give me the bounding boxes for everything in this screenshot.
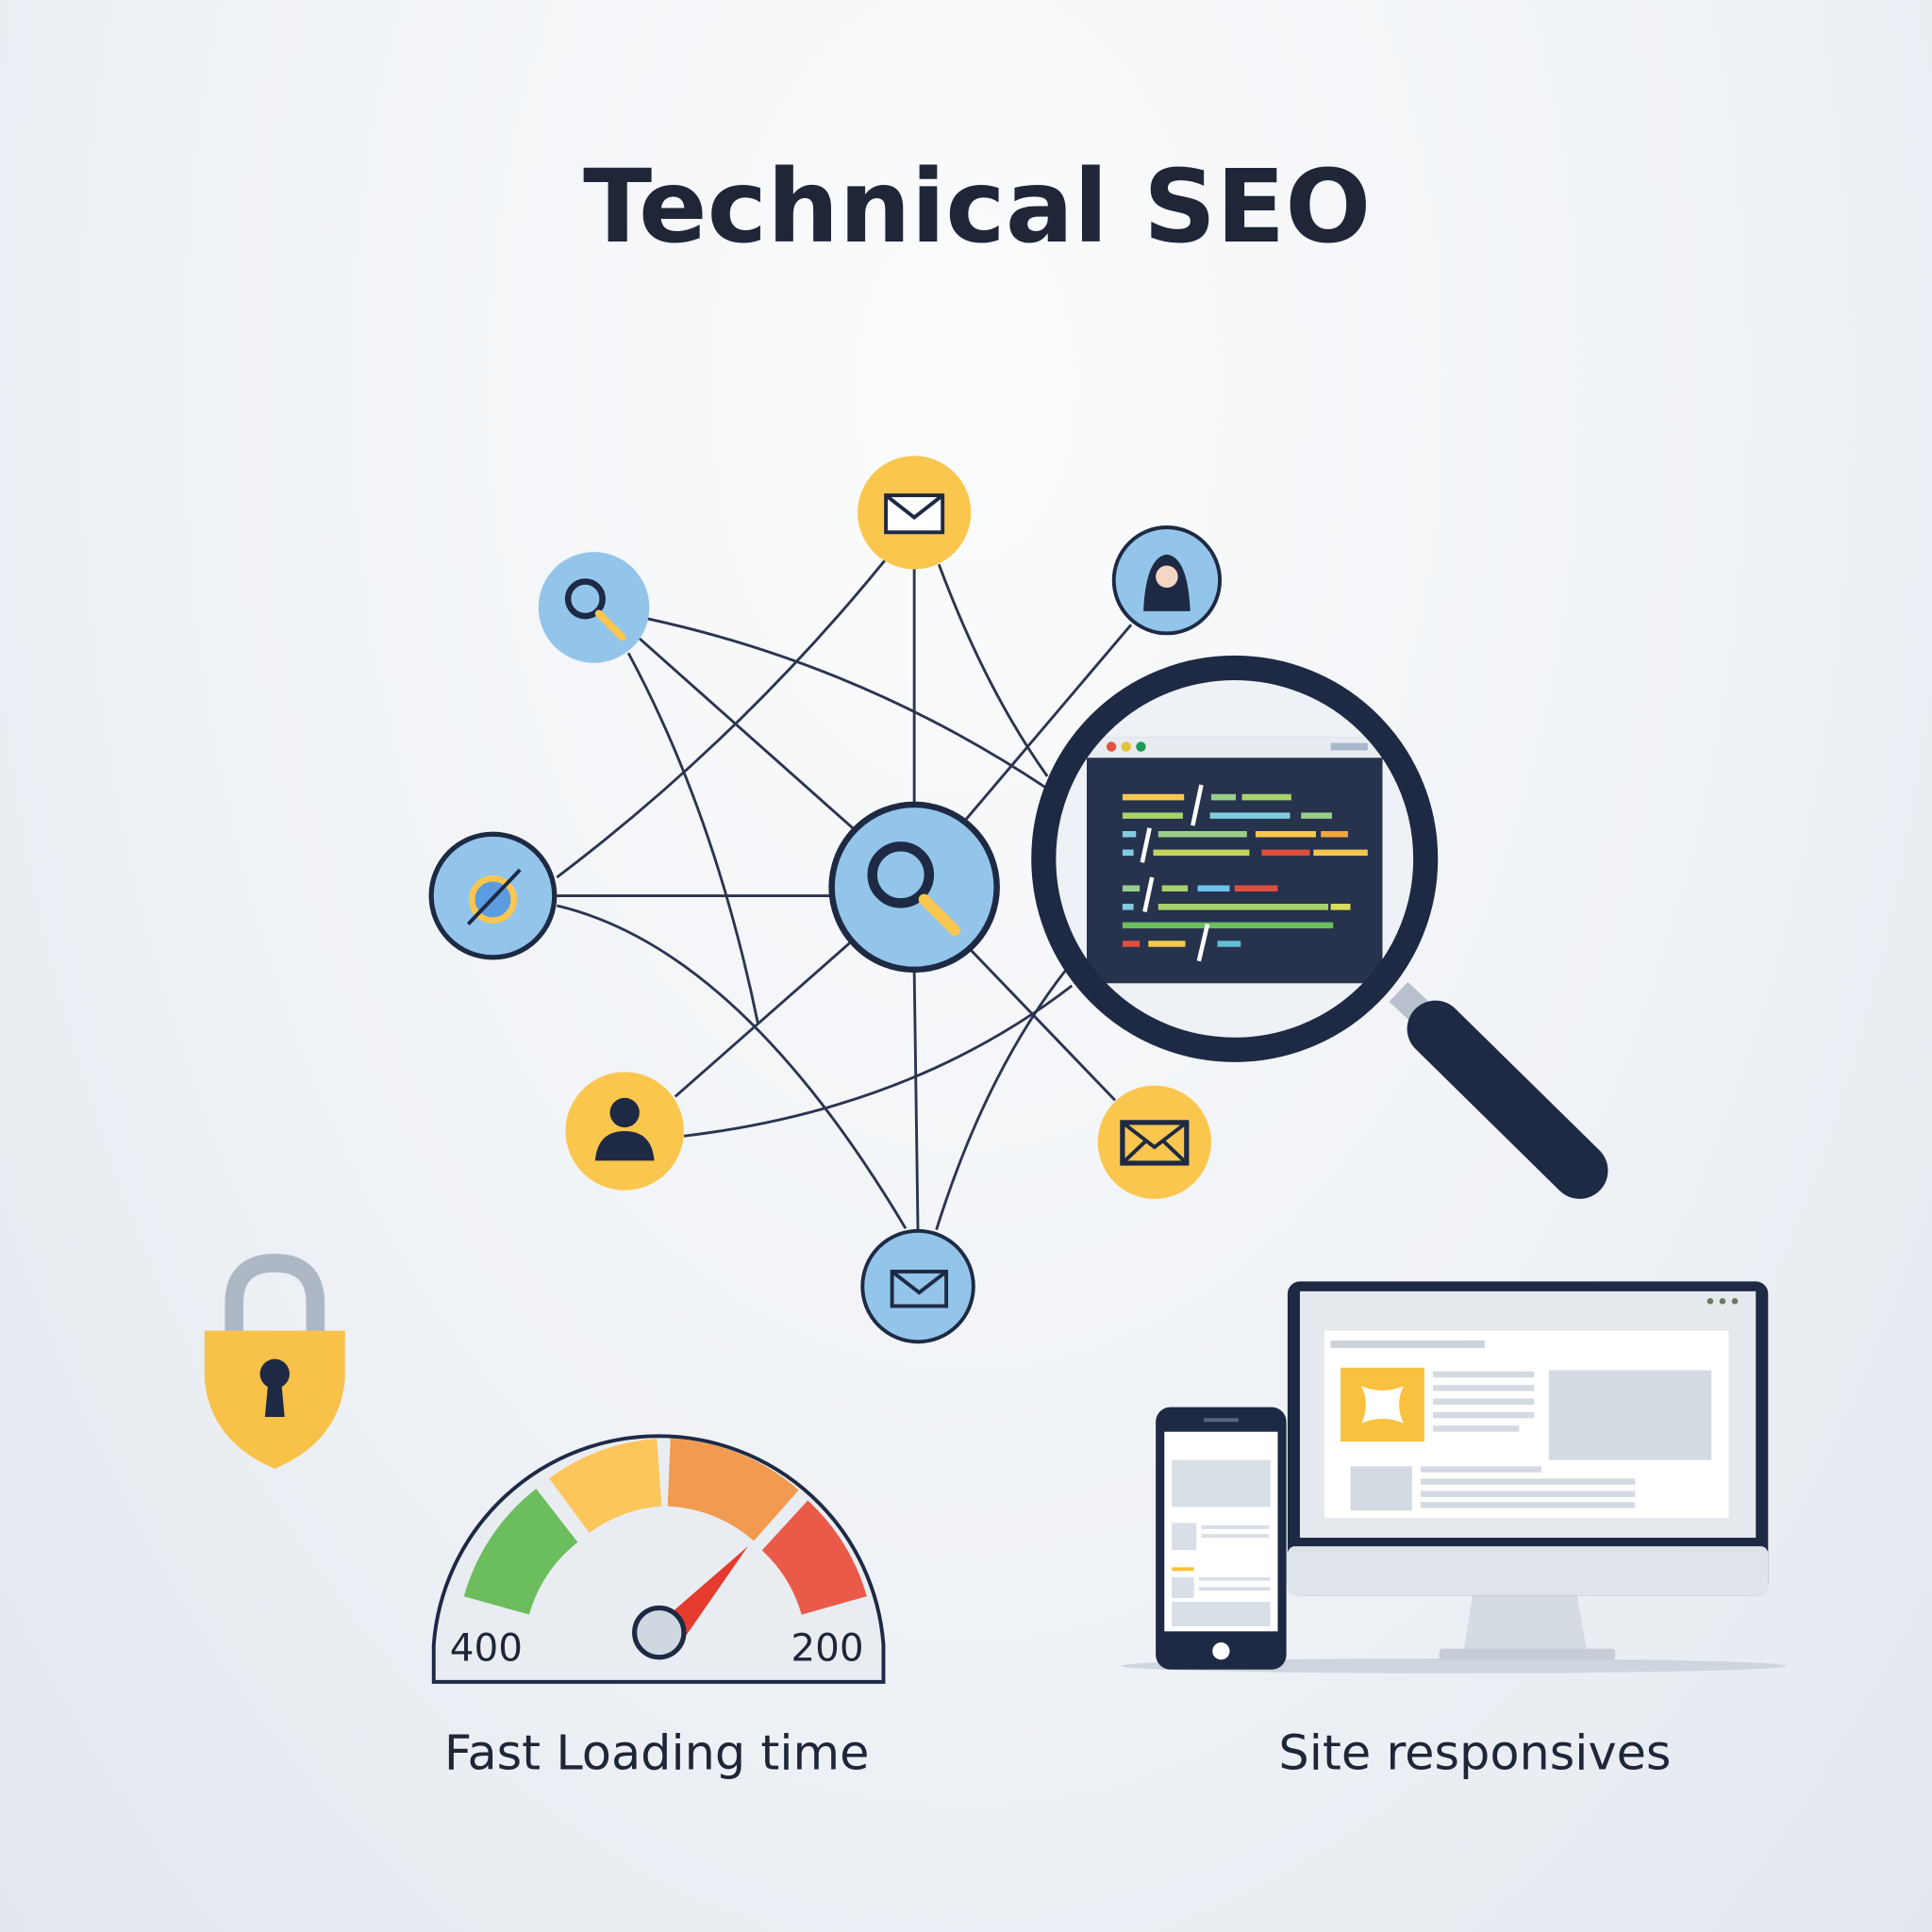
search-icon [867,841,961,936]
gauge-caption: Fast Loading time [444,1726,870,1782]
person-icon [1143,554,1191,611]
email-icon [1120,1120,1190,1166]
node-person [1111,525,1223,636]
gauge-icon: 400 200 [431,1434,886,1684]
node-email-right [1097,1085,1211,1199]
node-search-center [828,801,1000,974]
page-title: Technical SEO [583,149,1371,266]
network-lines [554,512,1133,1233]
node-target [428,831,558,960]
gauge-max-label: 200 [791,1625,863,1671]
email-icon [890,1269,949,1308]
node-search-small [538,552,650,663]
node-email-bottom [860,1228,975,1344]
search-icon [564,578,626,641]
code-window-icon [1087,737,1383,984]
email-icon [884,493,945,535]
lock-icon [204,1253,345,1469]
gauge-min-label: 400 [450,1625,523,1671]
target-icon [466,868,522,925]
gauge-needle [665,1546,748,1640]
node-user [565,1072,684,1191]
user-icon [594,1097,655,1161]
monitor-icon [1287,1281,1769,1660]
node-email-top [858,456,972,570]
magnifier-icon [1031,655,1608,1199]
devices-caption: Site responsives [1278,1726,1671,1782]
devices-illustration [1121,1281,1787,1674]
phone-icon [1156,1407,1287,1670]
